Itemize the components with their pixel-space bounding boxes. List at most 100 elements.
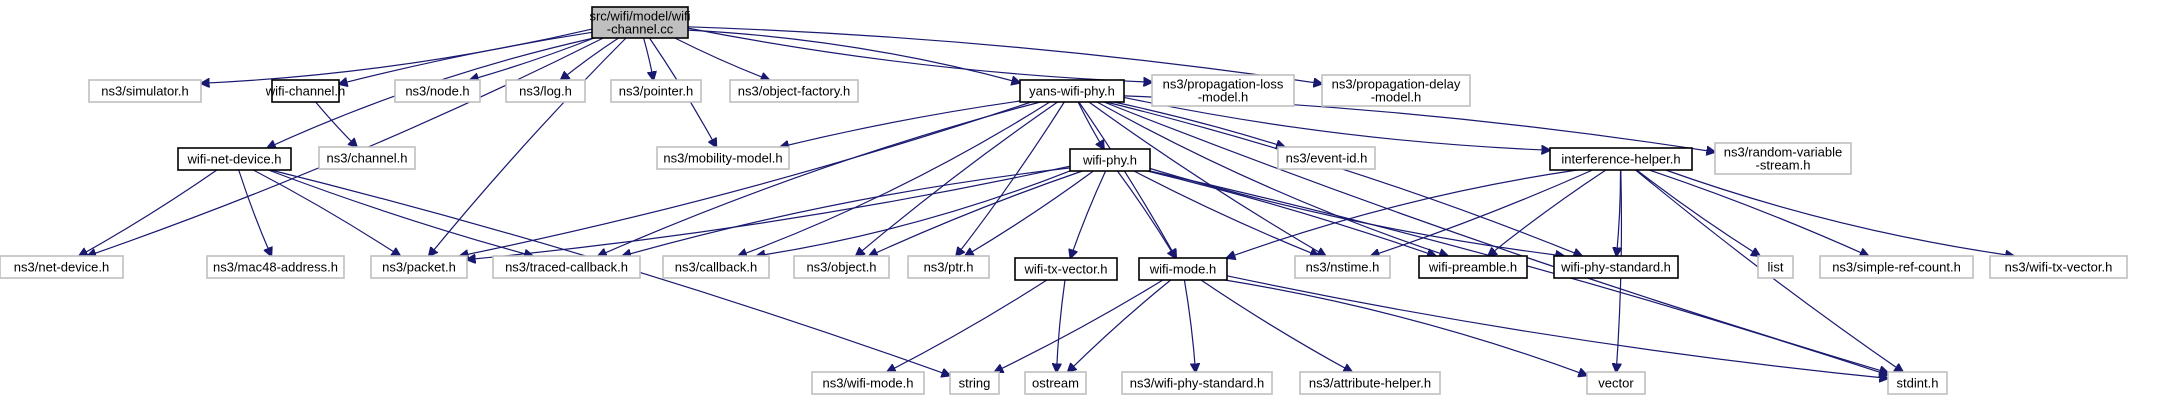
node-box-txvector — [1014, 257, 1118, 281]
edge-wifiphy-to-phystd — [1149, 167, 1564, 257]
edge-root-to-yans — [687, 29, 1020, 83]
edge-wifiphy-to-packet — [467, 165, 1071, 259]
node-box-mobility — [656, 146, 790, 170]
node-box-preamble — [1418, 255, 1528, 279]
node-box-wifichannel — [271, 79, 340, 103]
node-box-simulator — [88, 79, 202, 103]
node-label-vector: vector — [1598, 376, 1634, 391]
nodes: src/wifi/model/wifi-channel.cc ns3/simula… — [0, 6, 2128, 395]
edge-txvector-to-ns3wifimode — [887, 279, 1048, 372]
edge-yans-to-interference — [1123, 96, 1550, 150]
node-log: ns3/log.h — [505, 79, 586, 103]
node-box-objfactory — [729, 79, 859, 103]
edge-wifimode-to-string — [995, 279, 1164, 372]
node-label-simulator: ns3/simulator.h — [101, 84, 188, 99]
node-box-ns3phystd — [1121, 371, 1273, 395]
edge-wifiphy-to-object — [869, 170, 1083, 256]
node-interference[interactable]: interference-helper.h — [1549, 147, 1693, 171]
node-box-ns3txvector — [1989, 255, 2128, 279]
edge-yans-to-phystd — [1105, 101, 1582, 256]
node-box-root — [591, 6, 689, 39]
node-eventid: ns3/event-id.h — [1277, 146, 1376, 170]
edge-root-to-proploss — [687, 27, 1152, 82]
edge-wifimode-to-ostream — [1068, 279, 1172, 372]
node-label-string: string — [959, 376, 991, 391]
node-ns3phystd: ns3/wifi-phy-standard.h — [1121, 371, 1273, 395]
node-label-ns3wifimode: ns3/wifi-mode.h — [822, 376, 913, 391]
node-label-wifichannel: wifi-channel.h — [265, 84, 346, 99]
node-wifichannel[interactable]: wifi-channel.h — [265, 79, 346, 103]
node-box-randvar — [1714, 142, 1852, 175]
edge-wifiphy-to-ptr — [965, 170, 1094, 256]
edge-wifiphy-to-traced — [622, 167, 1071, 256]
edge-root-to-packet — [429, 37, 627, 256]
node-ptr: ns3/ptr.h — [907, 255, 990, 279]
edge-interference-to-nstime — [1371, 169, 1593, 256]
edge-root-to-node — [470, 37, 595, 80]
node-box-ns3wifimode — [811, 371, 925, 395]
node-box-string — [949, 371, 1000, 395]
node-label-simplerefcount: ns3/simple-ref-count.h — [1832, 260, 1961, 275]
edge-wifichannel-to-channel — [315, 101, 357, 147]
edge-interference-to-preamble — [1488, 169, 1607, 256]
node-txvector[interactable]: wifi-tx-vector.h — [1014, 257, 1118, 281]
edge-wifinetdev-to-packet — [253, 169, 400, 256]
node-label-traced: ns3/traced-callback.h — [505, 260, 628, 275]
edge-txvector-to-ostream — [1057, 279, 1066, 372]
node-phystd[interactable]: wifi-phy-standard.h — [1553, 255, 1679, 279]
node-box-object — [793, 255, 890, 279]
node-yans[interactable]: yans-wifi-phy.h — [1019, 79, 1125, 103]
node-wifinetdev[interactable]: wifi-net-device.h — [177, 147, 292, 171]
node-objfactory: ns3/object-factory.h — [729, 79, 859, 103]
edge-yans-to-nstime — [1088, 101, 1326, 256]
node-label-object: ns3/object.h — [806, 260, 876, 275]
edge-root-to-log — [561, 37, 619, 80]
edge-yans-to-object — [856, 101, 1058, 256]
node-ostream: ostream — [1024, 371, 1087, 395]
node-root[interactable]: src/wifi/model/wifi-channel.cc — [589, 6, 691, 39]
edge-root-to-simulator — [201, 28, 593, 83]
node-box-packet — [370, 255, 468, 279]
node-label-interference: interference-helper.h — [1561, 152, 1680, 167]
edge-interference-to-list — [1636, 169, 1760, 256]
node-label-log: ns3/log.h — [519, 84, 572, 99]
node-list: list — [1757, 255, 1794, 279]
node-label-ns3phystd: ns3/wifi-phy-standard.h — [1130, 376, 1264, 391]
edge-yans-to-callback — [738, 101, 1051, 256]
node-mac48: ns3/mac48-address.h — [206, 255, 345, 279]
node-label-ptr: ns3/ptr.h — [924, 260, 974, 275]
node-label-preamble: wifi-preamble.h — [1428, 260, 1517, 275]
node-label-mac48: ns3/mac48-address.h — [213, 260, 338, 275]
node-wifimode[interactable]: wifi-mode.h — [1138, 257, 1228, 281]
node-channel: ns3/channel.h — [318, 146, 416, 170]
node-mobility: ns3/mobility-model.h — [656, 146, 790, 170]
node-label-root-line1: src/wifi/model/wifi — [589, 9, 690, 24]
node-object: ns3/object.h — [793, 255, 890, 279]
node-label-phystd: wifi-phy-standard.h — [1560, 260, 1671, 275]
node-box-wifiphy — [1069, 148, 1151, 172]
node-label-packet: ns3/packet.h — [382, 260, 456, 275]
node-label-root-line2: -channel.cc — [607, 22, 674, 37]
node-wifiphy[interactable]: wifi-phy.h — [1069, 148, 1151, 172]
node-preamble[interactable]: wifi-preamble.h — [1418, 255, 1528, 279]
node-propdelay: ns3/propagation-delay-model.h — [1321, 74, 1471, 107]
node-label-yans: yans-wifi-phy.h — [1029, 84, 1115, 99]
node-netdevice: ns3/net-device.h — [0, 255, 124, 279]
edge-wifinetdev-to-mac48 — [238, 169, 272, 256]
node-label-propdelay-line1: ns3/propagation-delay — [1332, 77, 1461, 92]
node-label-proploss-line2: -model.h — [1198, 90, 1249, 105]
node-box-propdelay — [1321, 74, 1471, 107]
node-simulator: ns3/simulator.h — [88, 79, 202, 103]
node-box-stdint — [1887, 371, 1948, 395]
node-label-randvar-line2: -stream.h — [1756, 158, 1811, 173]
edge-wifiphy-to-nstime — [1133, 170, 1319, 256]
node-label-callback: ns3/callback.h — [675, 260, 757, 275]
node-box-traced — [492, 255, 641, 279]
node-box-phystd — [1553, 255, 1679, 279]
node-randvar: ns3/random-variable-stream.h — [1714, 142, 1852, 175]
node-box-nstime — [1294, 255, 1391, 279]
edge-wifiphy-to-wifimode — [1116, 170, 1175, 258]
node-box-yans — [1019, 79, 1125, 103]
node-label-wifiphy: wifi-phy.h — [1082, 153, 1137, 168]
edge-yans-to-traced — [598, 101, 1041, 256]
